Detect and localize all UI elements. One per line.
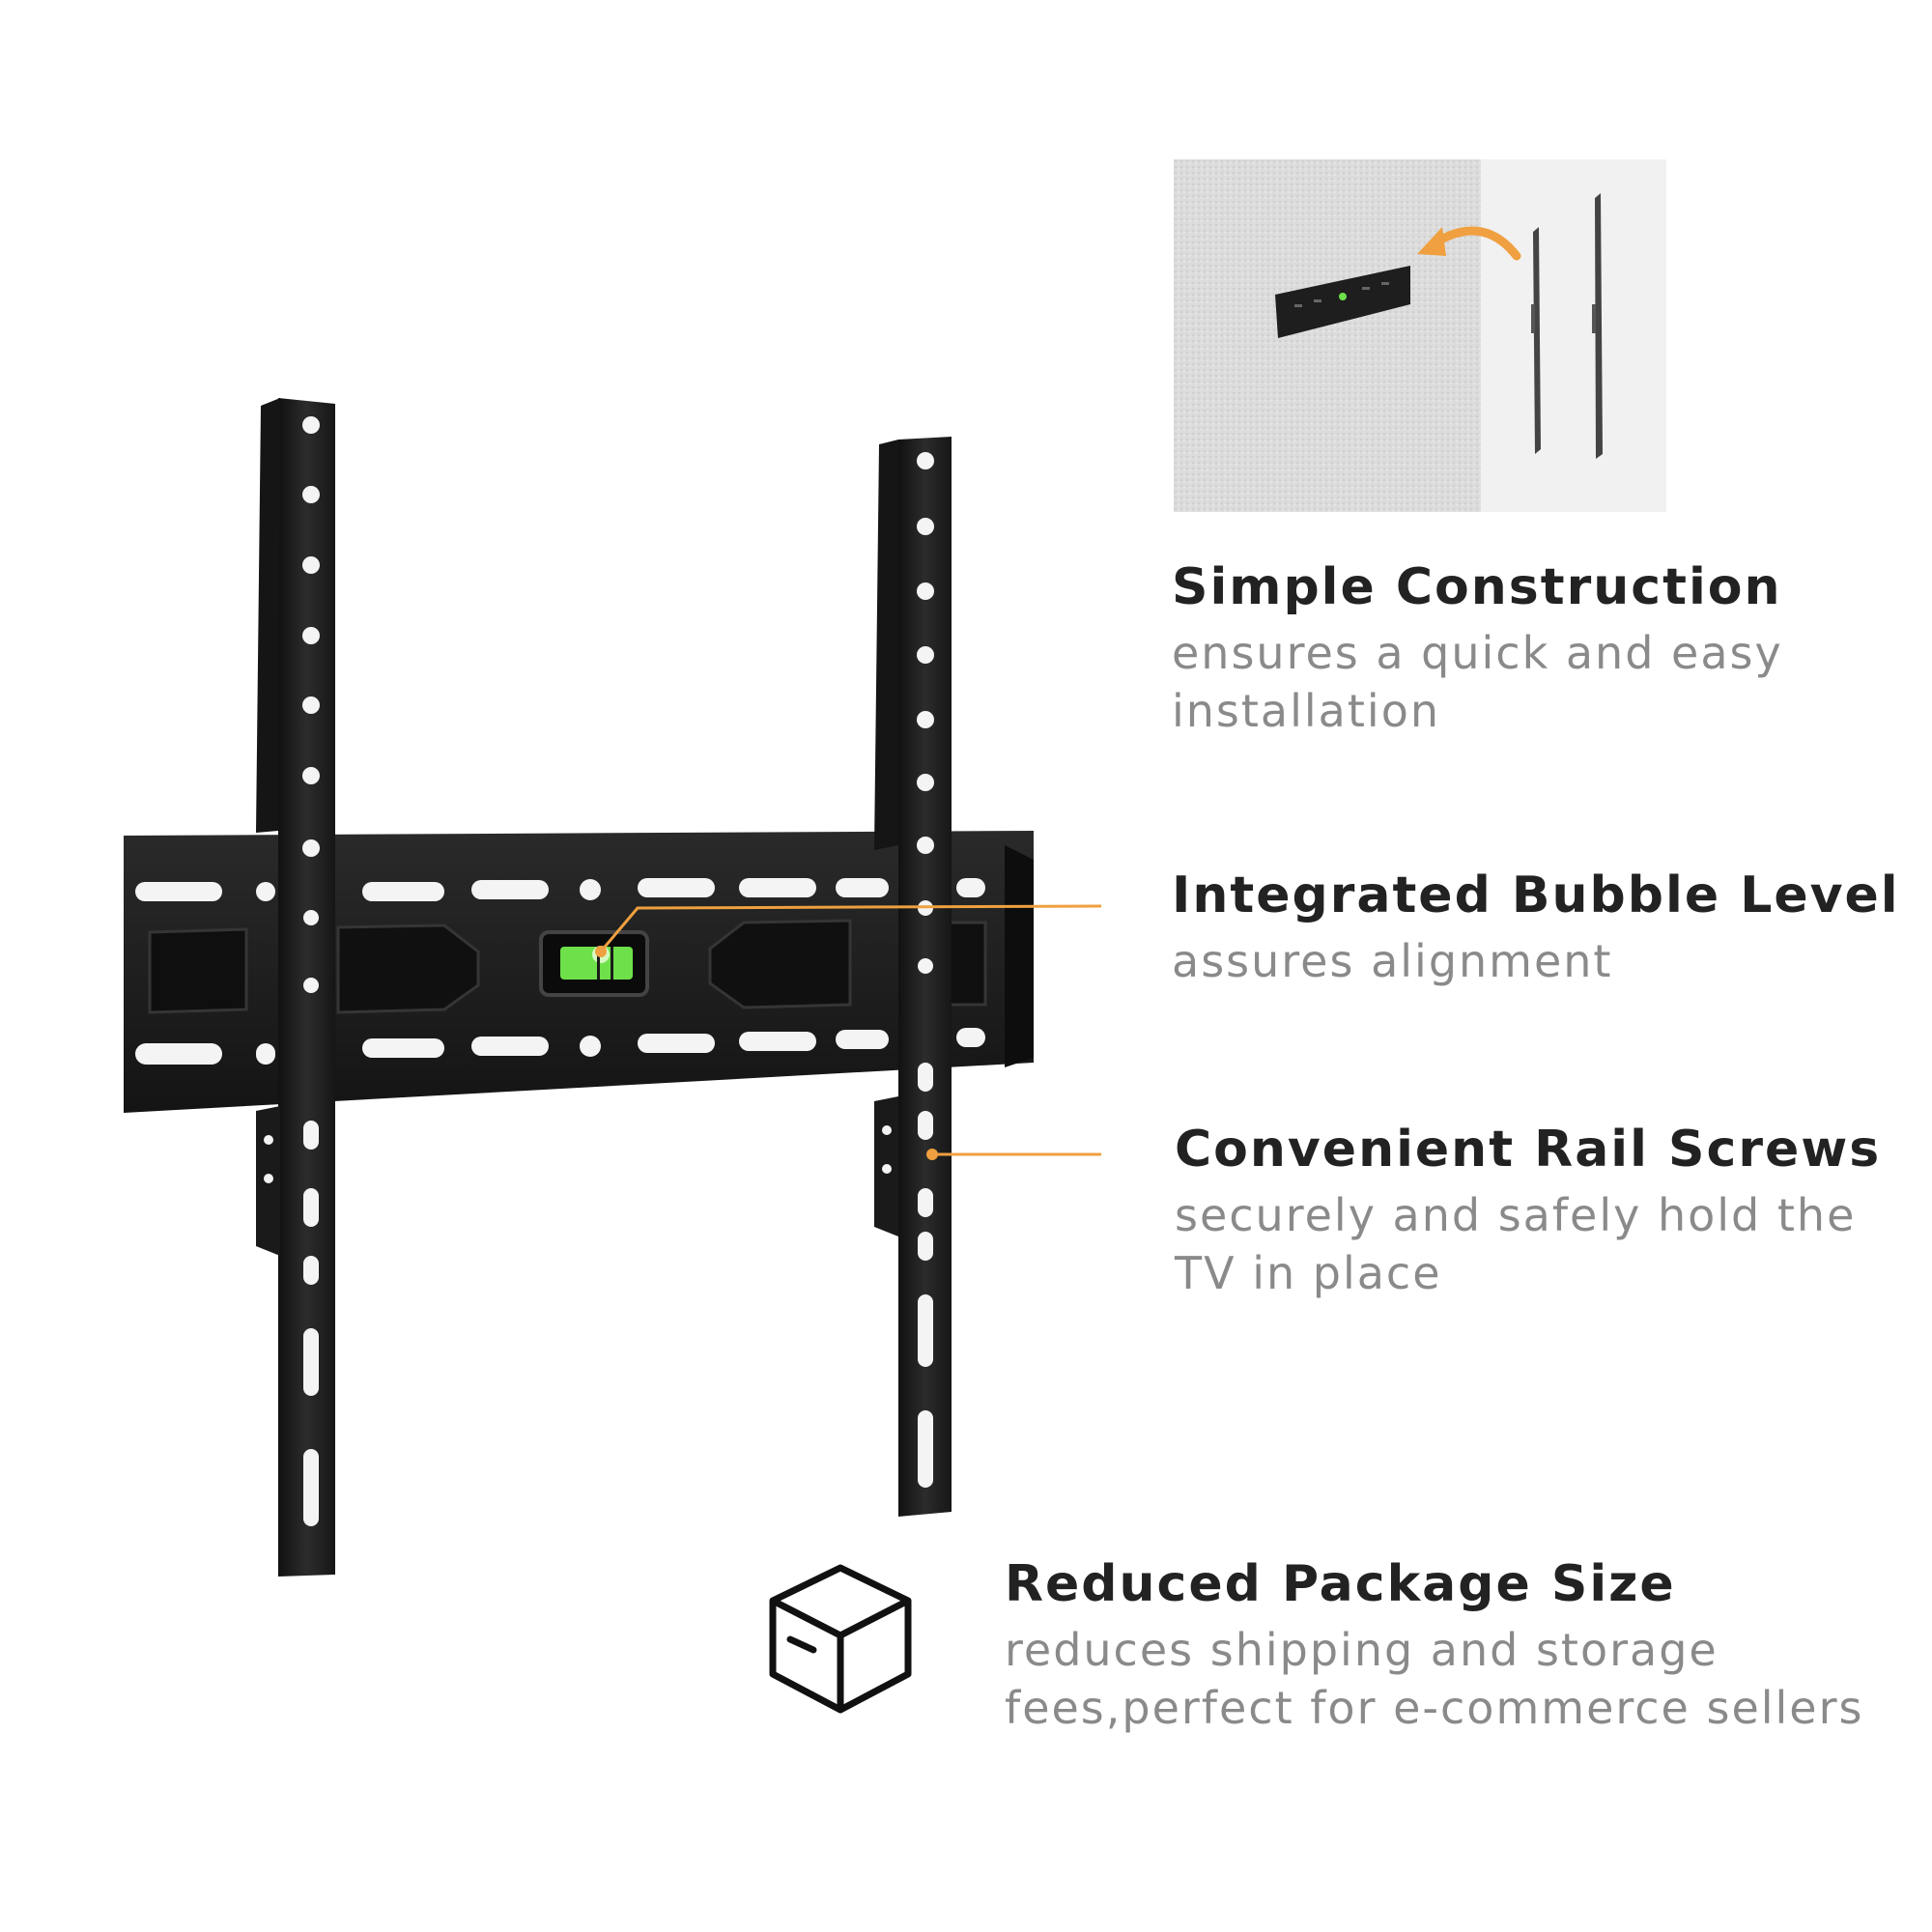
bubble-level-callout-line [599,904,1102,952]
feature-rail-screws: Convenient Rail Screws securely and safe… [1175,1121,1881,1302]
feature-bubble-level: Integrated Bubble Level assures alignmen… [1172,867,1900,990]
side-view-rails [1531,193,1603,459]
feature-title: Integrated Bubble Level [1172,867,1900,924]
feature-title: Convenient Rail Screws [1175,1121,1882,1179]
left-vertical-rail [256,398,335,1577]
right-vertical-rail [874,437,952,1517]
feature-package-size: Reduced Package Size reduces shipping an… [1005,1555,1864,1737]
feature-description-line: installation [1172,685,1440,737]
plate-top-slots [135,878,985,901]
callout-lines [595,904,1102,1160]
box-icon [769,1564,912,1714]
feature-description-line: securely and safely hold the [1175,1189,1857,1241]
plate-bottom-slots [135,1028,985,1065]
feature-description-line: fees,perfect for e-commerce sellers [1005,1682,1864,1734]
feature-simple-construction: Simple Construction ensures a quick and … [1172,558,1783,740]
feature-title: Simple Construction [1172,558,1782,616]
mounted-wall-plate [1275,266,1410,338]
feature-description-line: reduces shipping and storage [1005,1624,1719,1676]
feature-title: Reduced Package Size [1005,1555,1676,1613]
installation-photo [1174,159,1666,512]
textured-wall [1174,159,1481,512]
bubble-level [539,930,649,997]
feature-description-line: TV in place [1175,1247,1442,1299]
feature-description-line: ensures a quick and easy [1172,627,1783,679]
feature-description-line: assures alignment [1172,935,1613,987]
